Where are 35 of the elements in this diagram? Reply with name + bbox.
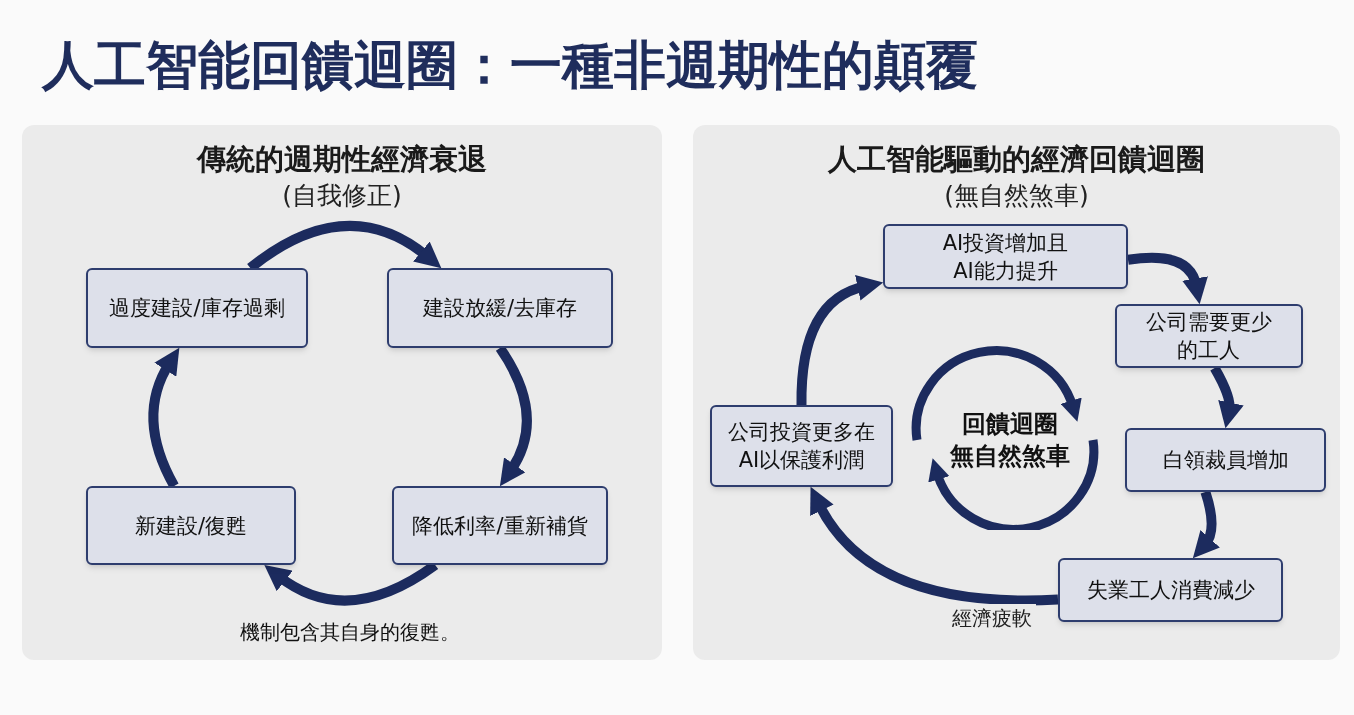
panel-heading: 傳統的週期性經濟衰退 xyxy=(197,141,487,178)
process-box xyxy=(86,486,296,565)
box-text: 白領裁員增加 xyxy=(1162,447,1289,474)
process-box xyxy=(1115,304,1303,368)
note-text: 機制包含其自身的復甦。 xyxy=(239,619,461,646)
box-text: 公司投資更多在AI以保護利潤 xyxy=(727,419,876,474)
curved-arrow xyxy=(148,347,179,489)
box-text: 降低利率/重新補貨 xyxy=(412,512,588,540)
process-box xyxy=(1058,558,1283,622)
loop-label: 回饋迴圈 xyxy=(961,409,1059,440)
panel-heading: 人工智能驅動的經濟回饋迴圈 xyxy=(828,141,1205,178)
box-text: AI投資增加且AI能力提升 xyxy=(941,229,1070,285)
box-text: 建設放緩/去庫存 xyxy=(422,295,578,322)
box-text: 公司需要更少的工人 xyxy=(1145,309,1273,364)
page-title: 人工智能回饋迴圈：一種非週期性的顛覆 xyxy=(42,34,978,97)
process-box xyxy=(392,486,608,565)
curved-arrow xyxy=(1193,490,1221,559)
box-text: 失業工人消費減少 xyxy=(1086,577,1255,604)
process-box xyxy=(710,405,893,487)
process-box xyxy=(387,268,613,348)
curved-arrow xyxy=(796,275,883,406)
loop-label: 無自然煞車 xyxy=(949,441,1071,472)
curved-arrow xyxy=(809,487,1059,606)
curved-arrow xyxy=(1210,365,1244,429)
panel-subtitle: (自我修正) xyxy=(282,180,402,212)
curved-arrow xyxy=(1127,252,1208,304)
panel xyxy=(22,125,662,660)
process-box xyxy=(86,268,308,348)
box-text: 過度建設/庫存過剩 xyxy=(109,295,285,322)
panel xyxy=(693,125,1340,660)
process-box xyxy=(1125,428,1326,492)
panel-subtitle: (無自然煞車) xyxy=(944,180,1089,212)
process-box xyxy=(883,224,1128,289)
box-text: 新建設/復甦 xyxy=(134,512,248,540)
curved-arrow xyxy=(495,345,532,487)
